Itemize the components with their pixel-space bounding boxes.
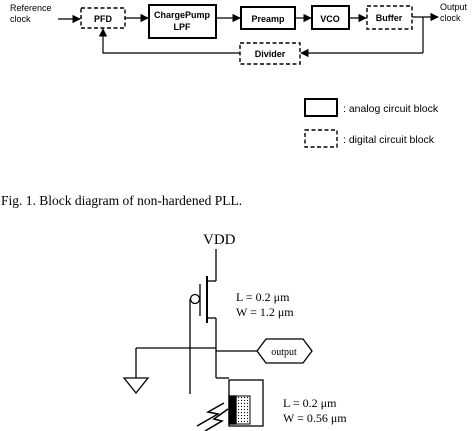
lpf-label: LPF xyxy=(174,22,192,32)
ground-symbol xyxy=(122,377,150,395)
reference-clock-label-line2: clock xyxy=(10,14,31,24)
pmos-width-label: W = 1.2 μm xyxy=(236,305,294,319)
vdd-label: VDD xyxy=(203,232,236,248)
output-port-label: output xyxy=(271,347,297,358)
preamp-label: Preamp xyxy=(251,14,285,24)
pfd-label: PFD xyxy=(94,14,113,24)
pmos-gate-bubble xyxy=(189,293,201,305)
legend-analog-label: : analog circuit block xyxy=(343,103,439,115)
output-clock-label-line1: Output xyxy=(440,2,468,12)
inverter-circuit: VDD xyxy=(122,232,313,431)
divider-label: Divider xyxy=(255,49,286,59)
buffer-label: Buffer xyxy=(376,13,403,23)
buffer-block xyxy=(366,5,413,30)
chargepump-lpf-block xyxy=(148,4,217,39)
nmos-width-label: W = 0.56 μm xyxy=(283,411,347,425)
legend-digital-swatch xyxy=(304,129,338,148)
reference-clock-label-line1: Reference xyxy=(10,3,52,13)
output-clock-label-line2: clock xyxy=(440,13,461,23)
nmos-dotted-region xyxy=(235,395,251,425)
legend-digital-label: : digital circuit block xyxy=(343,134,435,146)
pll-block-diagram: Reference clock PFD ChargePump LPF Pream… xyxy=(10,2,468,65)
chargepump-label: ChargePump xyxy=(154,10,211,20)
radiation-strike-1 xyxy=(196,402,225,427)
nmos-gate-region xyxy=(228,395,237,425)
fig1-caption: Fig. 1. Block diagram of non-hardened PL… xyxy=(1,193,242,208)
output-port xyxy=(256,338,313,364)
radiation-strike-2 xyxy=(204,408,229,431)
pmos-length-label: L = 0.2 μm xyxy=(236,290,290,304)
legend-analog-swatch xyxy=(304,98,338,117)
divider-to-pfd-arrow xyxy=(98,28,240,54)
nmos-length-label: L = 0.2 μm xyxy=(283,396,337,410)
legend: : analog circuit block : digital circuit… xyxy=(304,98,439,148)
vco-label: VCO xyxy=(320,14,340,24)
